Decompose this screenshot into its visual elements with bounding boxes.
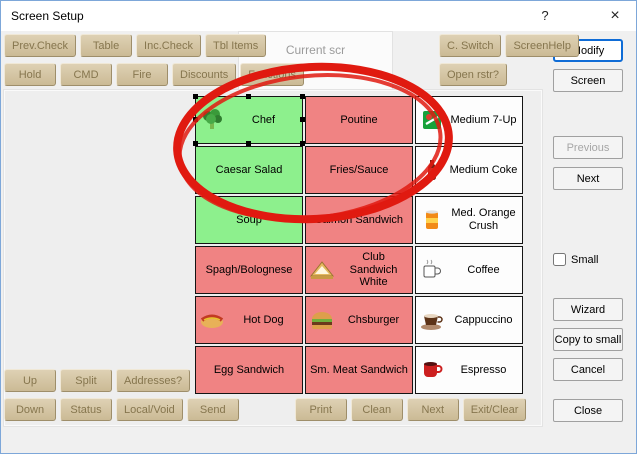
cell-label: Chef bbox=[251, 113, 276, 126]
hotdog-icon bbox=[199, 307, 225, 333]
wizard-button[interactable]: Wizard bbox=[553, 298, 623, 321]
grid-cell-cappuccino[interactable]: Cappuccino bbox=[415, 296, 523, 344]
down-button[interactable]: Down bbox=[4, 398, 56, 421]
up-button[interactable]: Up bbox=[4, 369, 56, 392]
cancel-button[interactable]: Cancel bbox=[553, 358, 623, 381]
cell-label: Caesar Salad bbox=[215, 163, 283, 176]
coffee-mug-icon bbox=[419, 257, 445, 283]
grid-cell-sm-meat-sandwich[interactable]: Sm. Meat Sandwich bbox=[305, 346, 413, 394]
addresses-button[interactable]: Addresses? bbox=[116, 369, 191, 392]
screen-button[interactable]: Screen bbox=[553, 69, 623, 92]
grid-cell-espresso[interactable]: Espresso bbox=[415, 346, 523, 394]
discounts-button[interactable]: Discounts bbox=[172, 63, 237, 86]
open-rstr-button[interactable]: Open rstr? bbox=[439, 63, 507, 86]
grid-cell-med-orange-crush[interactable]: Med. Orange Crush bbox=[415, 196, 523, 244]
cell-label: Med. Orange Crush bbox=[451, 207, 516, 232]
grid-cell-poutine[interactable]: Poutine bbox=[305, 96, 413, 144]
toolbar-row2-right: Open rstr? bbox=[439, 63, 507, 86]
sandwich-icon bbox=[309, 257, 335, 283]
cell-label: Sm. Meat Sandwich bbox=[310, 363, 408, 376]
table-button[interactable]: Table bbox=[80, 34, 133, 57]
previous-button[interactable]: Previous bbox=[553, 136, 623, 159]
cell-label: Espresso bbox=[460, 363, 507, 376]
fire-button[interactable]: Fire bbox=[116, 63, 168, 86]
cell-label: Cappuccino bbox=[454, 313, 513, 326]
cell-label: Soup bbox=[236, 213, 262, 226]
grid-cell-coffee[interactable]: Coffee bbox=[415, 246, 523, 294]
selection-handle[interactable] bbox=[300, 94, 305, 99]
cell-label: Fries/Sauce bbox=[329, 163, 389, 176]
cell-label: Hot Dog bbox=[243, 313, 284, 326]
next-button[interactable]: Next bbox=[406, 398, 459, 421]
titlebar: Screen Setup ? × bbox=[1, 1, 636, 31]
cell-label: Medium Coke bbox=[449, 163, 518, 176]
cell-label: Medium 7-Up bbox=[450, 113, 517, 126]
clean-button[interactable]: Clean bbox=[350, 398, 403, 421]
grid-cell-caesar-salad[interactable]: Caesar Salad bbox=[195, 146, 303, 194]
coke-bottle-icon bbox=[419, 157, 445, 183]
small-checkbox-label: Small bbox=[571, 253, 599, 266]
cell-label: Club Sandwich White bbox=[349, 251, 398, 289]
burger-icon bbox=[309, 307, 335, 333]
small-option[interactable]: Small bbox=[553, 253, 599, 266]
selection-handle[interactable] bbox=[300, 117, 305, 122]
cell-label: Spagh/Bolognese bbox=[205, 263, 293, 276]
sevenup-icon bbox=[419, 107, 445, 133]
exit-clear-button[interactable]: Exit/Clear bbox=[462, 398, 527, 421]
selection-handle[interactable] bbox=[193, 94, 198, 99]
espresso-cup-icon bbox=[419, 357, 445, 383]
tbl-items-button[interactable]: Tbl Items bbox=[204, 34, 267, 57]
cmd-button[interactable]: CMD bbox=[60, 63, 112, 86]
cell-label: Chsburger bbox=[347, 313, 400, 326]
selection-handle[interactable] bbox=[193, 117, 198, 122]
grid-cell-chef[interactable]: Chef bbox=[193, 94, 305, 146]
grid-cell-medium-7-up[interactable]: Medium 7-Up bbox=[415, 96, 523, 144]
help-icon[interactable]: ? bbox=[541, 8, 549, 23]
grid-cell-medium-coke[interactable]: Medium Coke bbox=[415, 146, 523, 194]
inc-check-button[interactable]: Inc.Check bbox=[136, 34, 201, 57]
c-switch-button[interactable]: C. Switch bbox=[439, 34, 502, 57]
grid-cell-salmon-sandwich[interactable]: Salmon Sandwich bbox=[305, 196, 413, 244]
copy-to-small-button[interactable]: Copy to small bbox=[553, 328, 623, 351]
grid-cell-fries-sauce[interactable]: Fries/Sauce bbox=[305, 146, 413, 194]
grid-cell-club-sandwich-white[interactable]: Club Sandwich White bbox=[305, 246, 413, 294]
cell-label: Salmon Sandwich bbox=[314, 213, 404, 226]
print-button[interactable]: Print bbox=[294, 398, 347, 421]
toolbar-spacer bbox=[243, 398, 291, 421]
selection-handle[interactable] bbox=[246, 141, 251, 146]
cell-label: Coffee bbox=[467, 263, 500, 276]
screenhelp-button[interactable]: ScreenHelp bbox=[505, 34, 579, 57]
send-button[interactable]: Send bbox=[186, 398, 239, 421]
selection-handle[interactable] bbox=[246, 94, 251, 99]
split-button[interactable]: Split bbox=[60, 369, 112, 392]
window-title: Screen Setup bbox=[11, 9, 84, 23]
grid-cell-hot-dog[interactable]: Hot Dog bbox=[195, 296, 303, 344]
orange-crush-icon bbox=[419, 207, 445, 233]
broccoli-icon bbox=[199, 107, 225, 133]
grid-cell-spagh-bolognese[interactable]: Spagh/Bolognese bbox=[195, 246, 303, 294]
hold-button[interactable]: Hold bbox=[4, 63, 56, 86]
grid-cell-soup[interactable]: Soup bbox=[195, 196, 303, 244]
grid-cell-egg-sandwich[interactable]: Egg Sandwich bbox=[195, 346, 303, 394]
prev-check-button[interactable]: Prev.Check bbox=[4, 34, 77, 57]
cappuccino-icon bbox=[419, 307, 445, 333]
selection-handle[interactable] bbox=[300, 141, 305, 146]
next-button[interactable]: Next bbox=[553, 167, 623, 190]
small-checkbox[interactable] bbox=[553, 253, 566, 266]
close-button[interactable]: Close bbox=[553, 399, 623, 422]
cell-label: Poutine bbox=[340, 113, 378, 126]
selection-handle[interactable] bbox=[193, 141, 198, 146]
close-window-icon[interactable]: × bbox=[610, 7, 620, 24]
status-button[interactable]: Status bbox=[60, 398, 112, 421]
cell-label: Egg Sandwich bbox=[213, 363, 285, 376]
functions-button[interactable]: Functions bbox=[240, 63, 304, 86]
local-void-button[interactable]: Local/Void bbox=[116, 398, 183, 421]
grid-cell-chsburger[interactable]: Chsburger bbox=[305, 296, 413, 344]
